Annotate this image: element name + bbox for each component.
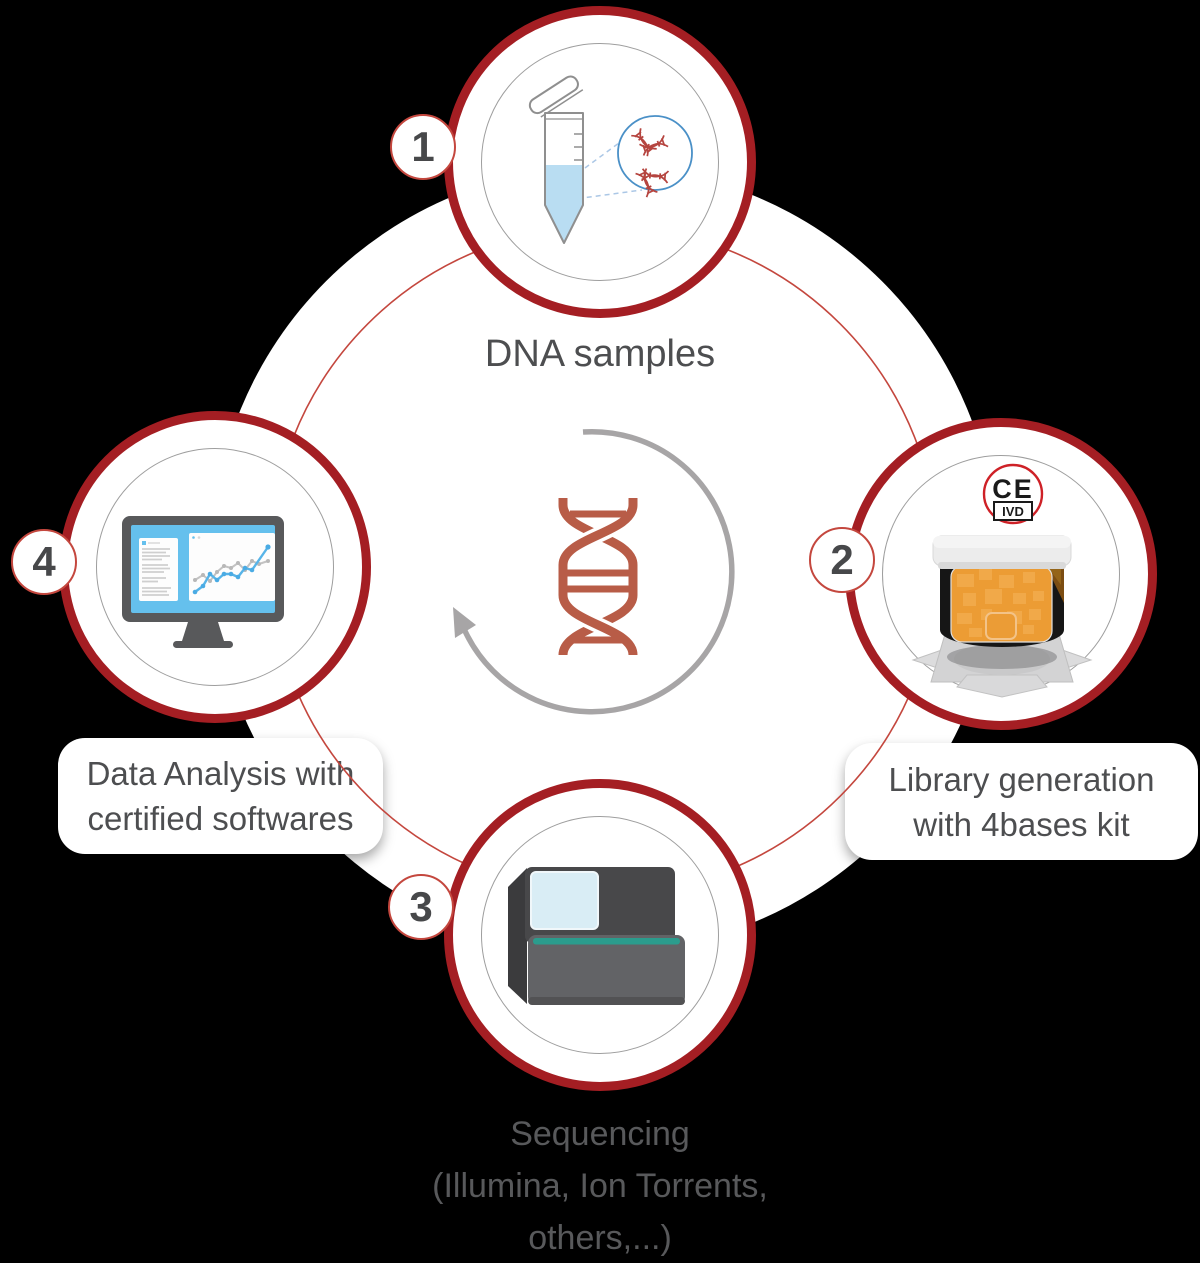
step-number: 3 [409, 883, 433, 930]
step-number: 2 [830, 536, 854, 583]
step-label-sequencing: Sequencing (Illumina, Ion Torrents, othe… [320, 1108, 880, 1263]
step-number-badge-1: 1 [390, 114, 456, 180]
label-line: (Illumina, Ion Torrents, [432, 1167, 768, 1205]
label-line: others,...) [528, 1219, 672, 1257]
label-line: with 4bases kit [913, 805, 1130, 843]
step-number-badge-3: 3 [388, 874, 454, 940]
ce-ivd-mark-icon: CE IVD [982, 463, 1044, 525]
label-line: certified softwares [87, 800, 354, 837]
reagent-kit-jar-icon: CE IVD [911, 463, 1093, 698]
label-line: Library generation [888, 760, 1155, 798]
sample-tube-icon [528, 75, 693, 244]
magnifier-circle [617, 115, 693, 191]
step-number: 1 [411, 123, 435, 170]
step-label-library-generation: Library generation with 4bases kit [845, 743, 1198, 860]
svg-text:CE: CE [992, 474, 1034, 504]
sequencer-machine-icon [508, 867, 685, 1005]
step-label-data-analysis: Data Analysis with certified softwares [58, 738, 383, 854]
step-number-badge-2: 2 [809, 527, 875, 593]
step-number: 4 [32, 538, 56, 585]
label-line: DNA samples [484, 333, 716, 375]
step-number-badge-4: 4 [11, 529, 77, 595]
label-line: Sequencing [510, 1115, 690, 1153]
step-label-dna-samples: DNA samples [450, 333, 750, 376]
label-line: Data Analysis with [86, 755, 355, 792]
svg-text:IVD: IVD [1002, 504, 1024, 519]
analysis-monitor-icon [122, 516, 284, 648]
